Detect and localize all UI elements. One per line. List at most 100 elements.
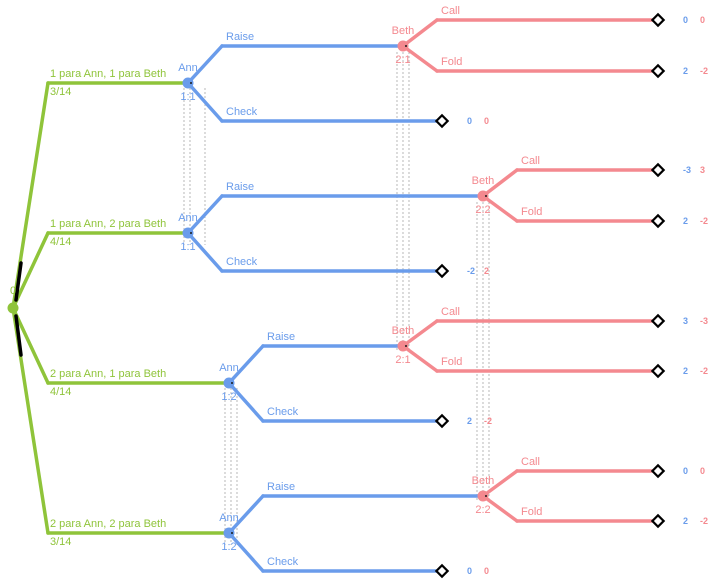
beth-player-label: Beth bbox=[392, 325, 415, 337]
check-payoff-beth: 2 bbox=[484, 266, 489, 276]
beth-infoset-label: 2:1 bbox=[395, 54, 410, 66]
check-payoff-beth: 0 bbox=[484, 566, 489, 576]
call-payoff-ann: 3 bbox=[683, 316, 688, 326]
terminal-node bbox=[650, 463, 666, 479]
chance-branch-label: 2 para Ann, 2 para Beth bbox=[50, 518, 166, 530]
check-action-label: Check bbox=[267, 556, 299, 568]
root-tick-mark bbox=[14, 261, 23, 302]
check-action-line bbox=[186, 81, 224, 123]
check-action-label: Check bbox=[267, 406, 299, 418]
call-action-label: Call bbox=[521, 456, 540, 468]
fold-action-label: Fold bbox=[521, 506, 542, 518]
call-action-line bbox=[481, 469, 519, 498]
check-action-label: Check bbox=[226, 106, 258, 118]
ann-decision-node bbox=[223, 527, 235, 539]
fold-action-label: Fold bbox=[441, 356, 462, 368]
raise-action-label: Raise bbox=[267, 481, 295, 493]
call-payoff-ann: 0 bbox=[683, 15, 688, 25]
raise-action-line bbox=[227, 344, 265, 385]
beth-decision-node bbox=[397, 40, 409, 52]
call-payoff-beth: 3 bbox=[700, 165, 705, 175]
call-action-line bbox=[401, 319, 439, 348]
check-payoff-ann: 0 bbox=[467, 116, 472, 126]
beth-decision-node bbox=[397, 340, 409, 352]
beth-player-label: Beth bbox=[472, 475, 495, 487]
fold-payoff-ann: 2 bbox=[683, 366, 688, 376]
beth-decision-node-marker bbox=[485, 195, 487, 197]
ann-infoset-label: 1:2 bbox=[221, 391, 236, 403]
root-tick-mark bbox=[14, 314, 23, 357]
check-payoff-beth: -2 bbox=[484, 416, 492, 426]
terminal-node bbox=[434, 563, 450, 579]
ann-player-label: Ann bbox=[219, 362, 239, 374]
raise-action-label: Raise bbox=[226, 181, 254, 193]
raise-action-line bbox=[227, 494, 265, 535]
ann-infoset-label: 1:1 bbox=[180, 91, 195, 103]
chance-branch-label: 1 para Ann, 1 para Beth bbox=[50, 68, 166, 80]
ann-decision-node bbox=[182, 227, 194, 239]
call-action-line bbox=[401, 18, 439, 48]
call-action-line bbox=[481, 168, 519, 198]
raise-action-label: Raise bbox=[226, 31, 254, 43]
call-action-label: Call bbox=[521, 155, 540, 167]
fold-action-line bbox=[481, 194, 519, 223]
beth-decision-node bbox=[477, 190, 489, 202]
fold-payoff-beth: -2 bbox=[700, 366, 708, 376]
check-payoff-ann: 2 bbox=[467, 416, 472, 426]
check-action-line bbox=[227, 531, 265, 573]
beth-player-label: Beth bbox=[392, 25, 415, 37]
fold-action-line bbox=[401, 344, 439, 373]
chance-branch-label: 2 para Ann, 1 para Beth bbox=[50, 368, 166, 380]
chance-probability: 4/14 bbox=[50, 236, 71, 248]
fold-action-label: Fold bbox=[521, 206, 542, 218]
fold-payoff-ann: 2 bbox=[683, 66, 688, 76]
call-payoff-beth: -3 bbox=[700, 316, 708, 326]
call-payoff-beth: 0 bbox=[700, 466, 705, 476]
check-action-line bbox=[186, 231, 224, 273]
fold-payoff-beth: -2 bbox=[700, 516, 708, 526]
call-payoff-ann: -3 bbox=[683, 165, 691, 175]
beth-decision-node-marker bbox=[405, 345, 407, 347]
fold-action-line bbox=[481, 494, 519, 523]
ann-player-label: Ann bbox=[219, 512, 239, 524]
fold-payoff-beth: -2 bbox=[700, 66, 708, 76]
fold-action-label: Fold bbox=[441, 56, 462, 68]
fold-payoff-ann: 2 bbox=[683, 516, 688, 526]
chance-root-node bbox=[7, 302, 19, 314]
ann-infoset-label: 1:1 bbox=[180, 241, 195, 253]
terminal-node bbox=[434, 413, 450, 429]
call-payoff-beth: 0 bbox=[700, 15, 705, 25]
ann-player-label: Ann bbox=[178, 62, 198, 74]
terminal-node bbox=[650, 63, 666, 79]
beth-infoset-label: 2:1 bbox=[395, 354, 410, 366]
ann-decision-node-marker bbox=[190, 232, 192, 234]
terminal-node bbox=[434, 263, 450, 279]
fold-payoff-ann: 2 bbox=[683, 216, 688, 226]
call-action-label: Call bbox=[441, 306, 460, 318]
ann-decision-node-marker bbox=[231, 532, 233, 534]
ann-decision-node-marker bbox=[190, 82, 192, 84]
ann-infoset-label: 1:2 bbox=[221, 541, 236, 553]
terminal-node bbox=[650, 513, 666, 529]
terminal-node bbox=[650, 162, 666, 178]
check-payoff-ann: 0 bbox=[467, 566, 472, 576]
call-action-label: Call bbox=[441, 5, 460, 17]
fold-payoff-beth: -2 bbox=[700, 216, 708, 226]
ann-decision-node-marker bbox=[231, 382, 233, 384]
terminal-node bbox=[650, 363, 666, 379]
check-action-line bbox=[227, 381, 265, 423]
chance-probability: 3/14 bbox=[50, 86, 71, 98]
ann-decision-node bbox=[182, 77, 194, 89]
check-payoff-ann: -2 bbox=[467, 266, 475, 276]
chance-branch-line bbox=[11, 231, 50, 310]
ann-player-label: Ann bbox=[178, 212, 198, 224]
chance-root-label: 0 bbox=[10, 285, 16, 297]
raise-action-line bbox=[186, 44, 224, 85]
terminal-node bbox=[650, 313, 666, 329]
raise-action-line bbox=[186, 194, 224, 235]
beth-decision-node-marker bbox=[485, 495, 487, 497]
fold-action-line bbox=[401, 44, 439, 73]
terminal-node bbox=[650, 213, 666, 229]
raise-action-label: Raise bbox=[267, 331, 295, 343]
